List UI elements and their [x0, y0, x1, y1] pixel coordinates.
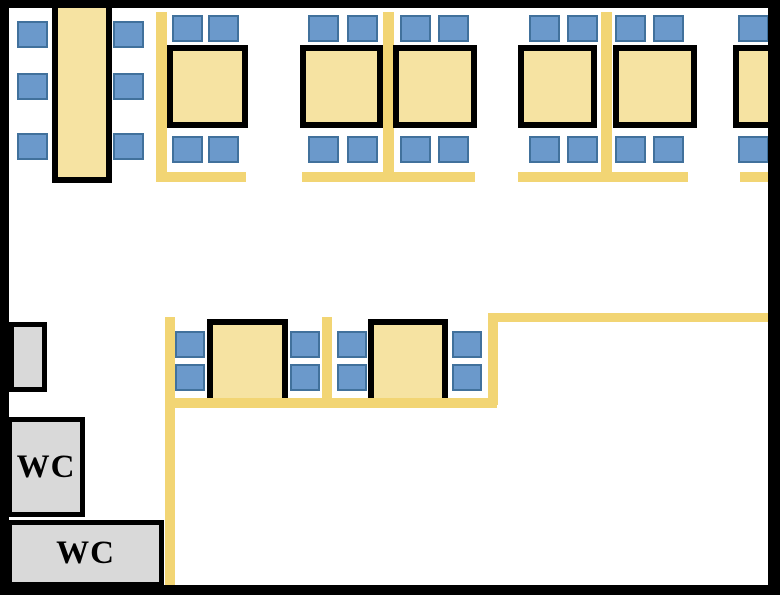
- chair: [17, 21, 48, 48]
- walkway-topleft-vertical: [156, 12, 167, 182]
- chair: [529, 136, 560, 163]
- chair: [208, 136, 239, 163]
- room-label: WC: [56, 535, 115, 571]
- chair: [529, 15, 560, 42]
- walkway-mid-left-vertical: [165, 317, 175, 585]
- chair: [17, 133, 48, 160]
- table-long-left: [52, 2, 112, 183]
- wc-room-2: WC: [7, 520, 164, 587]
- chair: [400, 15, 431, 42]
- chair: [400, 136, 431, 163]
- table-5: [613, 45, 697, 128]
- wall-bottom: [0, 585, 780, 595]
- chair: [653, 136, 684, 163]
- chair: [337, 364, 367, 391]
- table-2: [300, 45, 383, 128]
- chair: [738, 136, 769, 163]
- walkway-top-divider-2: [601, 12, 612, 182]
- chair: [172, 136, 203, 163]
- walkway-mid-divider: [322, 317, 332, 403]
- chair: [175, 331, 205, 358]
- chair: [17, 73, 48, 100]
- chair: [113, 133, 144, 160]
- chair: [438, 136, 469, 163]
- wall-right: [768, 0, 780, 595]
- wall-left: [0, 0, 9, 595]
- chair: [567, 15, 598, 42]
- table-8: [368, 319, 448, 398]
- table-7: [207, 319, 288, 398]
- chair: [337, 331, 367, 358]
- chair: [567, 136, 598, 163]
- chair: [113, 73, 144, 100]
- chair: [653, 15, 684, 42]
- side-room: [9, 322, 47, 392]
- chair: [113, 21, 144, 48]
- walkway-top-divider-1: [383, 12, 394, 182]
- table-1: [167, 45, 248, 128]
- walkway-right-horizontal: [488, 313, 770, 322]
- walkway-mid-right-vertical: [488, 313, 498, 405]
- chair: [290, 364, 320, 391]
- chair: [347, 15, 378, 42]
- chair: [175, 364, 205, 391]
- chair: [452, 331, 482, 358]
- chair: [172, 15, 203, 42]
- walkway-topleft-horizontal: [156, 172, 246, 182]
- chair: [308, 15, 339, 42]
- chair: [738, 15, 769, 42]
- table-4: [518, 45, 597, 128]
- wc-room-1: WC: [7, 417, 85, 517]
- chair: [615, 15, 646, 42]
- chair: [290, 331, 320, 358]
- chair: [452, 364, 482, 391]
- walkway-top-wall-stub: [740, 172, 770, 182]
- chair: [208, 15, 239, 42]
- chair: [615, 136, 646, 163]
- walkway-mid-bottom-horizontal: [165, 398, 497, 408]
- chair: [438, 15, 469, 42]
- room-label: WC: [16, 448, 76, 485]
- chair: [308, 136, 339, 163]
- chair: [347, 136, 378, 163]
- table-3: [393, 45, 477, 128]
- wall-top: [0, 0, 780, 8]
